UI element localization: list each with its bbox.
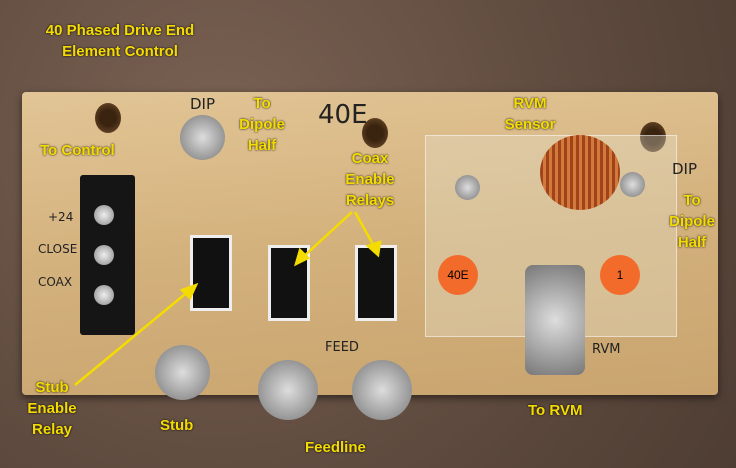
arrow-stub-relay bbox=[74, 289, 191, 386]
marking-rvm: RVM bbox=[592, 342, 621, 357]
mounting-hole bbox=[640, 122, 666, 152]
dipole-connector-left bbox=[180, 115, 225, 160]
to-control-label: To Control bbox=[40, 142, 115, 159]
toroid-coil bbox=[540, 135, 620, 210]
arrowhead bbox=[294, 247, 311, 267]
tag-40e: 40E bbox=[438, 255, 478, 295]
bnc-connector bbox=[525, 265, 585, 375]
arrowhead bbox=[365, 240, 382, 258]
marking-dip: DIP bbox=[190, 95, 216, 113]
post bbox=[620, 172, 645, 197]
mounting-hole bbox=[362, 118, 388, 148]
feedline-connector bbox=[258, 360, 318, 420]
marking-coax: COAX bbox=[38, 275, 73, 289]
tag-1: 1 bbox=[600, 255, 640, 295]
marking-40e: 40E bbox=[318, 100, 368, 130]
stub-label: Stub bbox=[160, 417, 194, 434]
arrow-coax-relay-1 bbox=[301, 211, 353, 259]
marking-dip-right: DIP bbox=[672, 160, 698, 178]
terminal-block bbox=[80, 175, 135, 335]
post bbox=[455, 175, 480, 200]
mounting-hole bbox=[95, 103, 121, 133]
arrow-coax-relay-2 bbox=[353, 211, 377, 249]
stub-connector bbox=[155, 345, 210, 400]
marking-plus24: +24 bbox=[48, 210, 74, 224]
feedline-label: Feedline bbox=[305, 439, 366, 456]
marking-feed: FEED bbox=[325, 340, 359, 355]
stub-enable-relay bbox=[190, 235, 232, 311]
feedline-connector bbox=[352, 360, 412, 420]
to-rvm-label: To RVM bbox=[528, 402, 583, 419]
coax-relay bbox=[355, 245, 397, 321]
arrowhead bbox=[179, 282, 199, 301]
marking-close: CLOSE bbox=[38, 242, 78, 256]
